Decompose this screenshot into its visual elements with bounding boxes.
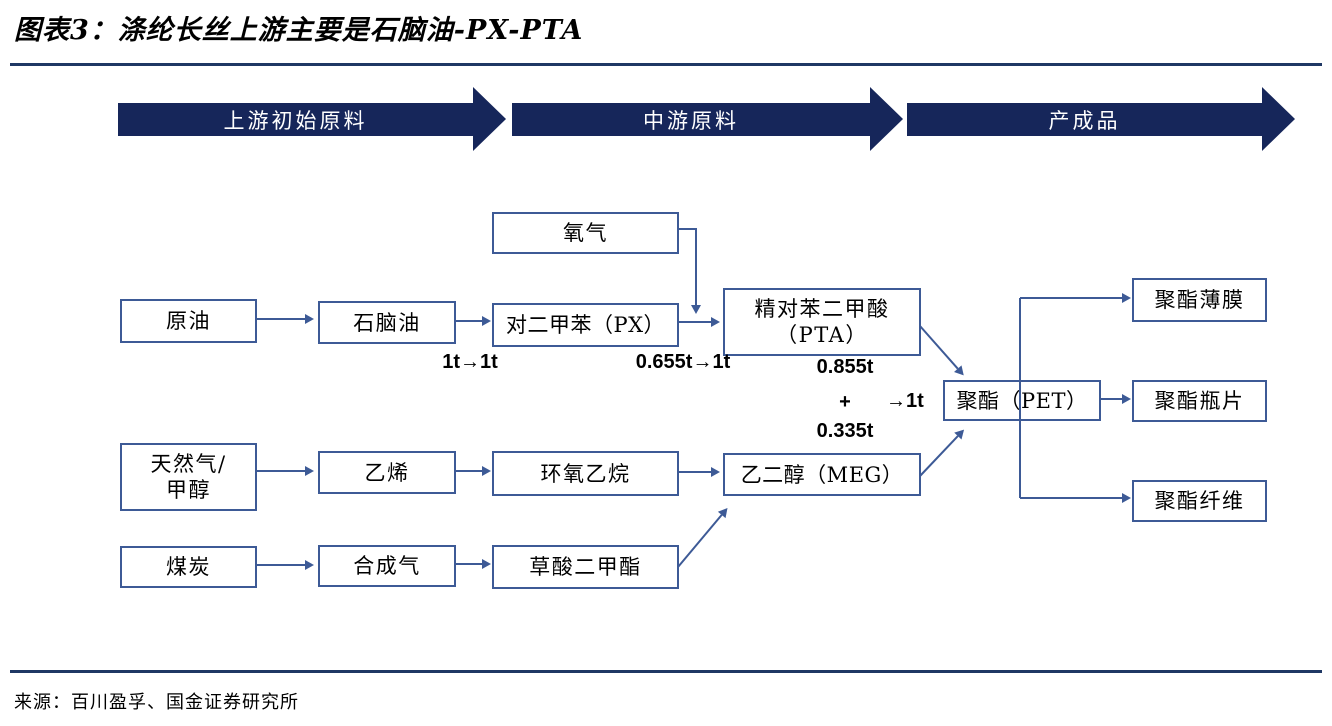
node-dmo: 草酸二甲酯: [492, 545, 679, 589]
banner-upstream-label: 上游初始原料: [223, 108, 368, 133]
banner-product-arrowhead-icon: [1262, 87, 1295, 151]
node-ethylene-oxide: 环氧乙烷: [492, 451, 679, 496]
node-pta-label-line2: （PTA）: [776, 323, 868, 347]
node-polyester-fiber-label: 聚酯纤维: [1154, 489, 1245, 513]
node-coal: 煤炭: [120, 546, 257, 588]
node-syngas-label: 合成气: [353, 554, 421, 578]
node-pta-label-line1: 精对苯二甲酸: [754, 297, 890, 321]
node-crude-oil-label: 原油: [166, 309, 211, 333]
node-polyester-bottle-chip-label: 聚酯瓶片: [1154, 389, 1245, 413]
ratio-pta-amount: 0.855t: [816, 356, 874, 378]
banner-product: 产成品: [907, 103, 1262, 136]
banner-product-label: 产成品: [1048, 108, 1121, 133]
banner-upstream: 上游初始原料: [118, 103, 473, 136]
source-note: 来源：百川盈孚、国金证券研究所: [14, 692, 299, 713]
node-polyester-film-label: 聚酯薄膜: [1154, 288, 1245, 312]
connector-coal-syngas: [253, 560, 314, 570]
node-naphtha-label: 石脑油: [353, 310, 421, 335]
footer-divider: [10, 670, 1322, 673]
connector-oxygen-h: [675, 228, 697, 230]
figure-title: 图表3：涤纶长丝上游主要是石脑油-PX-PTA: [14, 15, 584, 46]
node-coal-label: 煤炭: [166, 555, 211, 579]
node-oxygen: 氧气: [492, 212, 679, 254]
node-meg: 乙二醇（MEG）: [723, 453, 921, 496]
connector-crudeoil-naphtha: [253, 314, 314, 324]
node-meg-label: 乙二醇（MEG）: [740, 462, 904, 487]
node-natural-gas-methanol: 天然气/ 甲醇: [120, 443, 257, 511]
ratio-naphtha-px: 1t→1t: [442, 351, 498, 373]
node-ethylene-oxide-label: 环氧乙烷: [540, 461, 631, 486]
node-ethylene: 乙烯: [318, 451, 456, 494]
node-polyester-bottle-chip: 聚酯瓶片: [1132, 380, 1267, 422]
banner-midstream-label: 中游原料: [643, 108, 739, 133]
connector-pet-film: [1020, 293, 1131, 303]
node-px: 对二甲苯（PX）: [492, 303, 679, 347]
node-crude-oil: 原油: [120, 299, 257, 343]
connector-pet-bottle: [1097, 394, 1131, 404]
ratio-yield: →1t: [886, 390, 924, 412]
node-oxygen-label: 氧气: [563, 221, 608, 245]
node-pet-label: 聚酯（PET）: [956, 388, 1088, 413]
node-pet: 聚酯（PET）: [943, 380, 1101, 421]
connector-px-pta: [675, 317, 720, 327]
connector-syngas-dmo: [452, 559, 491, 569]
connector-naphtha-px: [452, 316, 491, 326]
node-pta: 精对苯二甲酸 （PTA）: [723, 288, 921, 356]
ratio-px-pta: 0.655t→1t: [635, 351, 731, 373]
ratio-meg-amount: 0.335t: [816, 420, 874, 442]
node-px-label: 对二甲苯（PX）: [505, 313, 666, 337]
ratio-plus-sign: +: [839, 391, 851, 413]
connector-dmo-meg: [677, 514, 723, 568]
banner-midstream-arrowhead-icon: [870, 87, 903, 151]
connector-pta-pet: [919, 325, 959, 370]
connector-pet-bracket: [1019, 298, 1021, 498]
node-dmo-label: 草酸二甲酯: [529, 555, 642, 579]
node-polyester-fiber: 聚酯纤维: [1132, 480, 1267, 522]
connector-eo-meg: [675, 467, 720, 477]
connector-ethylene-eo: [452, 466, 491, 476]
banner-upstream-arrowhead-icon: [473, 87, 506, 151]
connector-oxygen-v: [691, 228, 701, 314]
connector-meg-pet: [919, 435, 959, 477]
node-natural-gas-label-line2: 甲醇: [166, 478, 211, 502]
node-polyester-film: 聚酯薄膜: [1132, 278, 1267, 322]
node-naphtha: 石脑油: [318, 301, 456, 344]
title-divider: [10, 63, 1322, 66]
node-natural-gas-label-line1: 天然气/: [150, 452, 227, 476]
connector-pet-fiber: [1020, 493, 1131, 503]
node-ethylene-label: 乙烯: [364, 460, 410, 485]
banner-midstream: 中游原料: [512, 103, 870, 136]
connector-gas-ethylene: [253, 466, 314, 476]
node-syngas: 合成气: [318, 545, 456, 587]
